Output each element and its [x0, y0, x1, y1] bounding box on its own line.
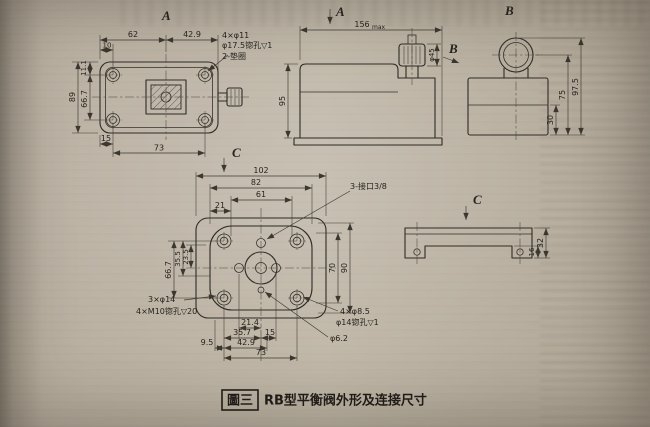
dim-bv-82: 82 — [251, 178, 261, 187]
dim-front-95: 95 — [278, 96, 287, 106]
dim-bv-61: 61 — [256, 190, 266, 199]
dim-bottom-15: 15 — [101, 134, 111, 143]
dim-bv-23-5: 23.5 — [182, 249, 190, 265]
view-side-b: B 30 75 97.5 — [467, 3, 585, 142]
figure-number: 圖三 — [227, 393, 253, 409]
dim-top-42-9: 42.9 — [183, 30, 201, 39]
dim-bv-21-4: 21.4 — [241, 318, 259, 327]
dim-sec-16: 16 — [528, 247, 536, 256]
callout-4xphi11: 4×φ11 — [222, 31, 249, 40]
callout-phi6-2: φ6.2 — [330, 334, 348, 343]
view-bottom-c: C — [136, 145, 387, 361]
dim-bv-102: 102 — [253, 166, 268, 175]
dim-bv-90: 90 — [340, 263, 349, 273]
dim-bv-66-7: 66.7 — [164, 261, 173, 279]
callout-spotface-17-5: φ17.5锪孔▽1 — [222, 40, 272, 50]
dim-bv-35-5: 35.5 — [174, 251, 182, 267]
dim-bv-42-9: 42.9 — [237, 338, 255, 347]
callout-3xphi14: 3×φ14 — [148, 295, 175, 304]
dim-bv-9-5: 9.5 — [201, 338, 214, 347]
dim-side-30: 30 — [546, 115, 555, 125]
callout-4xphi8-5: 4×φ8.5 — [340, 307, 370, 316]
dim-front-phi45: φ45 — [428, 48, 436, 62]
dim-left-11-1: 11.1 — [80, 60, 88, 76]
dim-bottom-73: 73 — [154, 144, 164, 153]
dim-bv-15: 15 — [265, 328, 275, 337]
dim-left-89: 89 — [68, 92, 77, 102]
view-section-c: C 32 16 — [404, 192, 550, 264]
dim-top-10: 10 — [103, 42, 112, 50]
dim-top-62: 62 — [128, 30, 138, 39]
dim-bv-21: 21 — [215, 201, 225, 210]
dim-side-97-5: 97.5 — [571, 78, 580, 96]
dim-front-156-max: max — [372, 24, 386, 31]
dim-bv-35-7: 35.7 — [233, 328, 251, 337]
view-top-a: A 62 — [68, 8, 272, 157]
dim-bv-73: 73 — [256, 348, 266, 357]
view-arrow-b-label: B — [448, 41, 458, 56]
callout-ports-3-8: 3-接口3/8 — [350, 181, 387, 191]
dim-front-156: 156 — [354, 20, 369, 29]
section-arrow-a-label: A — [335, 4, 345, 19]
callout-washers: 2-垫圈 — [222, 51, 246, 61]
dim-bv-70: 70 — [328, 263, 337, 273]
dim-sec-32: 32 — [536, 238, 545, 248]
view-label-b: B — [504, 3, 514, 18]
dim-left-66-7: 66.7 — [80, 90, 89, 108]
callout-4xm10: 4×M10锪孔▽20 — [136, 306, 197, 316]
figure-caption: 圖三 RB型平衡阀外形及连接尺寸 — [221, 389, 427, 411]
view-label-c: C — [232, 145, 241, 160]
dim-side-75: 75 — [558, 90, 567, 100]
figure-title: RB型平衡阀外形及连接尺寸 — [264, 393, 427, 409]
view-label-a: A — [161, 8, 171, 23]
section-label-c: C — [473, 192, 482, 207]
view-front: A 156 max 95 φ45 — [278, 4, 460, 146]
callout-spotface-phi14: φ14锪孔▽1 — [336, 317, 379, 327]
